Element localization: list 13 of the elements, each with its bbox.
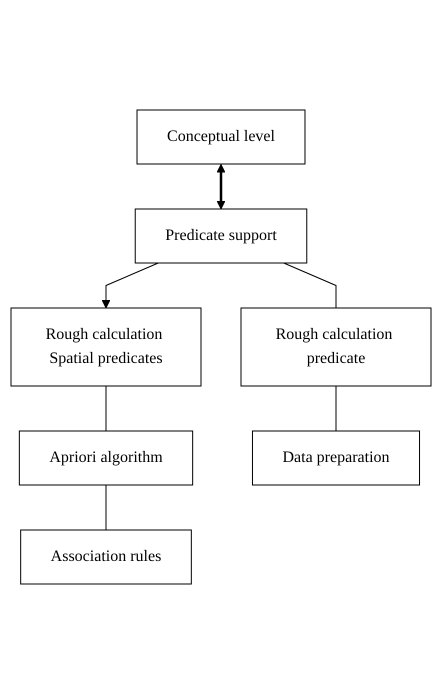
connector (282, 262, 336, 308)
node-box: Predicate support (134, 208, 307, 264)
connector (105, 386, 106, 432)
arrow (101, 262, 158, 308)
arrow (216, 164, 225, 210)
node-box: Data preparation (251, 430, 420, 486)
node-box: Rough calculation predicate (240, 308, 431, 386)
node-box: Apriori algorithm (18, 430, 193, 486)
node-box: Conceptual level (136, 110, 305, 164)
node-box: Rough calculation Spatial predicates (10, 308, 201, 386)
connector (335, 386, 336, 432)
node-box: Association rules (20, 530, 192, 584)
connector (105, 484, 106, 530)
